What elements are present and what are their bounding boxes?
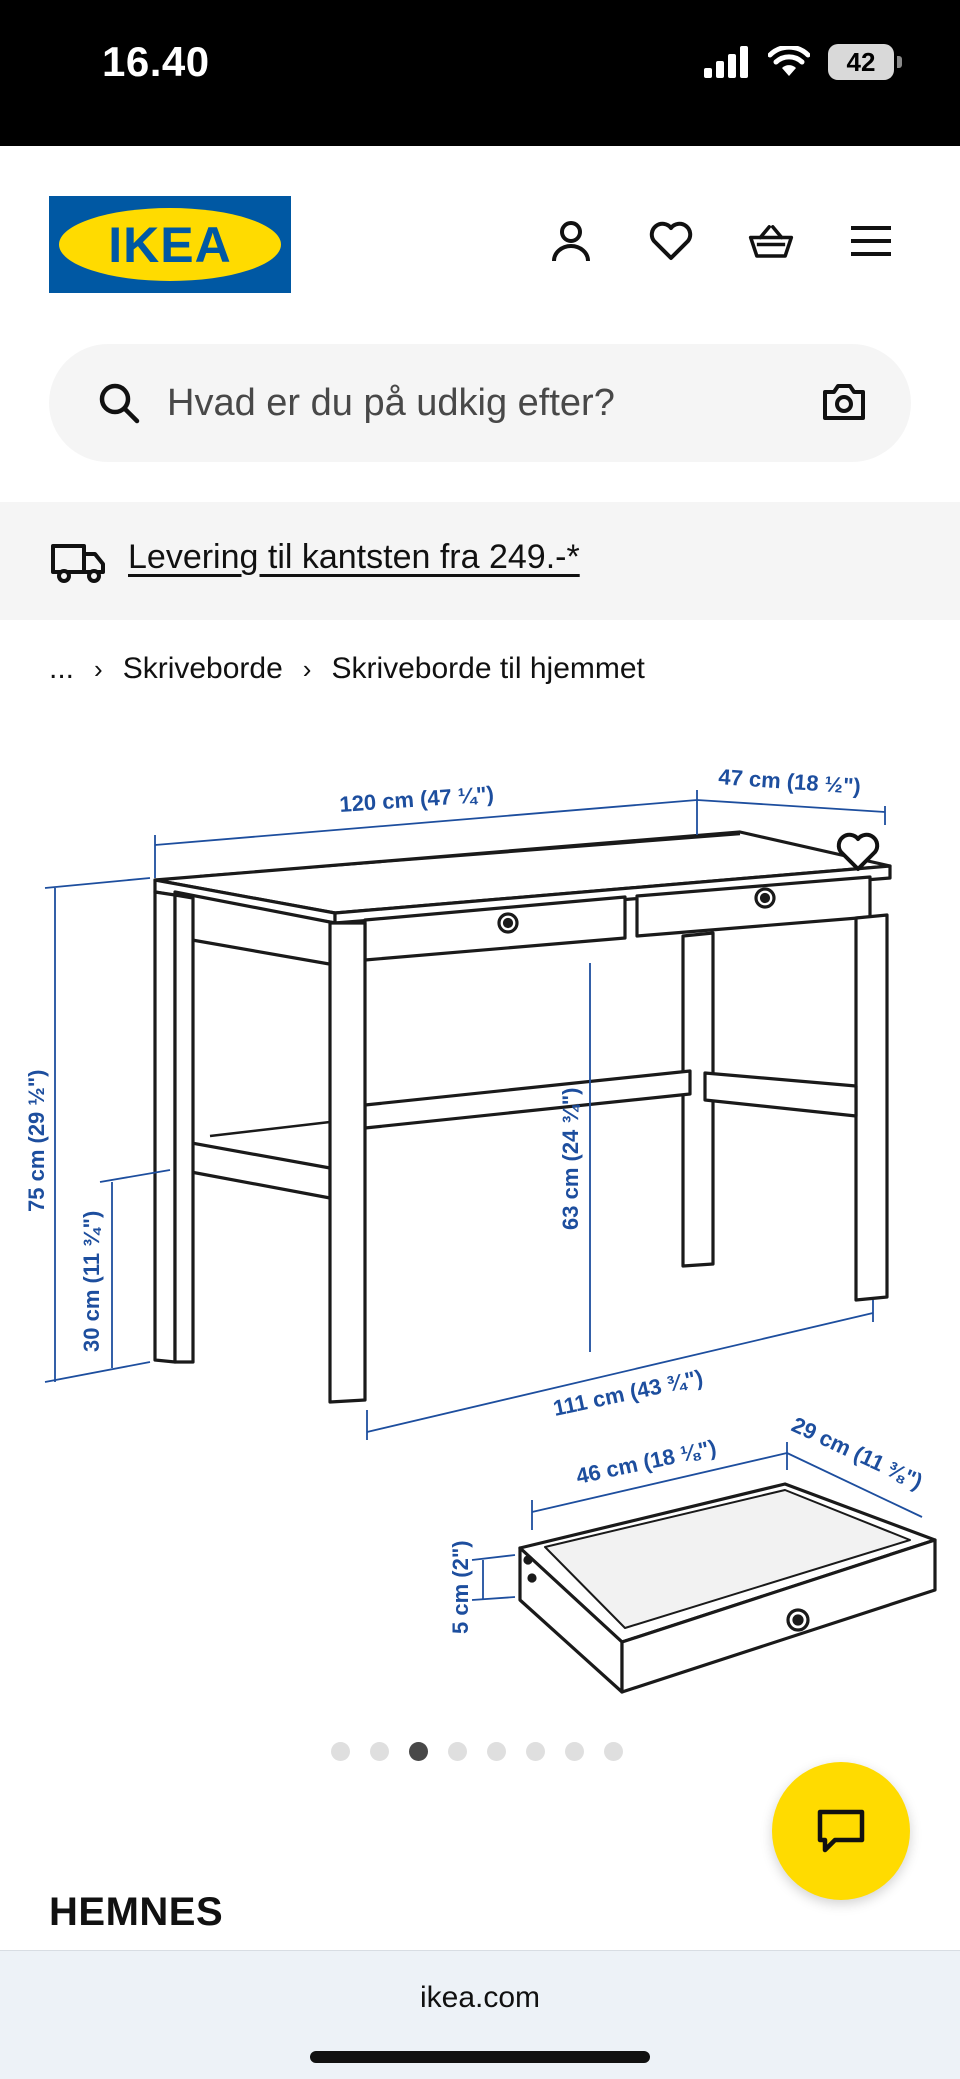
carousel-dot[interactable] [370, 1742, 389, 1761]
breadcrumb-item-skriveborde-til-hjemmet[interactable]: Skriveborde til hjemmet [331, 652, 645, 685]
carousel-dot[interactable] [409, 1742, 428, 1761]
dimension-drawer-width: 46 cm (18 ⅛") [574, 1435, 719, 1489]
status-time: 16.40 [102, 38, 210, 85]
status-icons: 42 [704, 44, 902, 80]
logo-text: IKEA [108, 216, 232, 273]
product-dimension-image[interactable]: 120 cm (47 ¼") 47 cm (18 ½") 75 cm (29 ½… [0, 740, 960, 1720]
status-bar: 16.40 42 [0, 0, 960, 146]
browser-url[interactable]: ikea.com [419, 1981, 541, 2014]
product-name: HEMNES [49, 1890, 224, 1934]
menu-button[interactable] [848, 218, 894, 264]
heart-icon [649, 221, 693, 260]
dimension-height: 75 cm (29 ½") [24, 1069, 49, 1212]
menu-icon [851, 226, 891, 256]
favourites-button[interactable] [648, 218, 694, 264]
basket-icon [748, 225, 794, 258]
dimension-knee-height: 63 cm (24 ¾") [558, 1087, 583, 1230]
account-button[interactable] [548, 218, 594, 264]
home-indicator [310, 2051, 650, 2063]
battery-indicator: 42 [828, 44, 902, 80]
carousel-dot[interactable] [526, 1742, 545, 1761]
truck-icon [51, 544, 105, 583]
desk-drawing [153, 830, 937, 1694]
delivery-banner: Levering til kantsten fra 249.-* [0, 502, 960, 620]
chat-button[interactable] [772, 1762, 910, 1900]
breadcrumb-item-skriveborde[interactable]: Skriveborde [122, 652, 283, 685]
dimension-width: 120 cm (47 ¼") [339, 781, 495, 817]
ikea-logo[interactable]: IKEA [49, 196, 291, 293]
site-header: IKEA [0, 146, 960, 320]
camera-icon[interactable] [821, 382, 867, 422]
browser-address-bar[interactable]: ikea.com [0, 1950, 960, 2079]
wifi-icon [768, 46, 810, 76]
carousel-dot[interactable] [565, 1742, 584, 1761]
dimension-drawer-depth: 29 cm (11 ⅜") [788, 1412, 927, 1494]
dimension-depth: 47 cm (18 ½") [718, 764, 862, 799]
chevron-right-icon: › [302, 653, 312, 684]
chat-bubble-icon [817, 1809, 865, 1853]
chevron-right-icon: › [94, 653, 103, 684]
logo-ellipse [59, 208, 281, 281]
battery-level: 42 [846, 46, 876, 77]
search-input[interactable] [167, 344, 767, 462]
carousel-dot[interactable] [331, 1742, 350, 1761]
dimension-shelf-height: 30 cm (11 ¾") [79, 1211, 104, 1352]
breadcrumb: ... › Skriveborde › Skriveborde til hjem… [49, 652, 645, 686]
carousel-dot[interactable] [487, 1742, 506, 1761]
header-actions [548, 218, 894, 264]
signal-icon [704, 46, 748, 78]
carousel-pagination [331, 1742, 623, 1761]
search-icon [99, 383, 140, 424]
dimension-drawer-height: 5 cm (2") [448, 1540, 473, 1634]
dimension-inner-width: 111 cm (43 ¾") [551, 1365, 705, 1421]
save-favourite-button[interactable] [828, 822, 888, 882]
basket-button[interactable] [748, 218, 794, 264]
breadcrumb-ellipsis[interactable]: ... [49, 652, 75, 685]
search-bar[interactable] [49, 344, 911, 462]
carousel-dot[interactable] [448, 1742, 467, 1761]
carousel-dot[interactable] [604, 1742, 623, 1761]
heart-icon [836, 832, 880, 871]
delivery-link[interactable]: Levering til kantsten fra 249.-* [128, 538, 580, 576]
dimension-lines [44, 790, 923, 1601]
user-icon [552, 221, 590, 262]
